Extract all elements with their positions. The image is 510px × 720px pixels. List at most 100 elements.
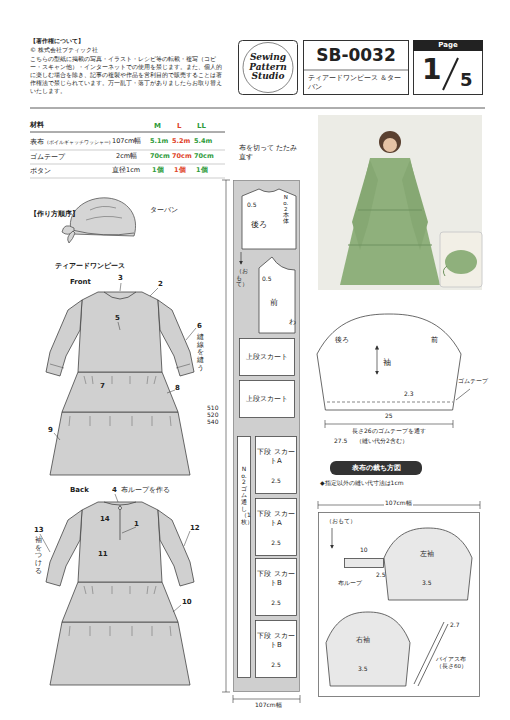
leader-line bbox=[184, 531, 190, 546]
view-label: Back bbox=[70, 486, 89, 494]
photo bbox=[348, 210, 432, 245]
dress-back-illustration bbox=[120, 505, 121, 540]
pattern-piece-outline bbox=[326, 612, 410, 686]
photo bbox=[402, 160, 428, 250]
node-text: 後ろ bbox=[251, 220, 267, 229]
node-text: 袖 bbox=[383, 358, 391, 367]
table-cell: 1個 bbox=[196, 167, 208, 174]
dress-back-illustration bbox=[62, 582, 178, 622]
node-text: 下段 スカートB bbox=[257, 632, 295, 650]
loop-piece-outline bbox=[345, 559, 384, 568]
dress-front-illustration bbox=[69, 376, 171, 426]
photo bbox=[318, 115, 482, 290]
callout-number: 11 bbox=[98, 550, 108, 558]
dimension-line bbox=[453, 420, 454, 428]
page-box-outline bbox=[413, 40, 483, 51]
dress-front-illustration bbox=[62, 372, 178, 412]
node-text: 表布の裁ち方図 bbox=[330, 464, 422, 472]
dress-back-illustration bbox=[50, 622, 190, 685]
callout-number: 13 bbox=[34, 526, 44, 534]
title-box-outline bbox=[303, 70, 409, 71]
callout-number: 6 bbox=[197, 322, 202, 330]
dress-back-illustration bbox=[46, 502, 194, 685]
table-cell: (ボイルギャッチワッシャー) bbox=[47, 140, 111, 145]
pattern-piece: 左袖3.5 bbox=[382, 526, 474, 602]
table-cell: ボタン bbox=[30, 167, 51, 175]
node-text: 0.5 bbox=[247, 202, 257, 209]
loop-piece: 10布ループ2.5 bbox=[344, 558, 384, 568]
logo-badge-outline bbox=[239, 41, 298, 95]
dimension: 27.5 bbox=[334, 438, 347, 445]
dimension: 107cm幅 bbox=[384, 500, 413, 507]
pattern-piece-outline bbox=[256, 559, 297, 616]
page-box-outline bbox=[414, 41, 483, 95]
dimension-line bbox=[222, 692, 230, 693]
page-box-outline bbox=[443, 58, 458, 90]
part-name: ターバン bbox=[150, 206, 178, 214]
fabric-layout: 布を切って たたみ直す0.5後ろ0.5前上段スカート上段スカート下段 スカートA… bbox=[233, 180, 300, 692]
turban-illustration bbox=[68, 231, 75, 243]
dimension-line bbox=[456, 389, 470, 400]
part-name: ゴムテープ bbox=[458, 378, 488, 384]
pattern-piece: 下段 スカートB2.5 bbox=[255, 620, 297, 678]
bias-strip: 2.7バイアス布 （長さ60） bbox=[414, 620, 476, 686]
dimension: 2.3 bbox=[404, 391, 414, 398]
photo bbox=[318, 115, 482, 290]
table-cell: 表布 bbox=[30, 138, 44, 146]
node-text: 2.5 bbox=[255, 600, 297, 607]
note: 長さ26のゴムテープを通す bbox=[352, 428, 426, 435]
fold-mark: わ bbox=[289, 318, 296, 326]
table-cell: 70cm bbox=[172, 153, 192, 160]
leader-line bbox=[115, 494, 118, 502]
dimension-line bbox=[226, 180, 227, 692]
dimension-line bbox=[233, 699, 300, 700]
note: こちらの型紙に掲載の写真・イラスト・レシピ等の転載・複写（コピー・スキャン他）・… bbox=[30, 56, 222, 96]
section-heading: 表布の裁ち方図 bbox=[330, 461, 422, 475]
leader-line bbox=[120, 283, 121, 291]
photo bbox=[340, 158, 440, 285]
callout-number: 14 bbox=[100, 515, 110, 523]
table-cell: 1個 bbox=[174, 167, 186, 174]
node-text: 後ろ bbox=[335, 336, 349, 344]
size-heading: L bbox=[177, 122, 181, 130]
turban-illustration bbox=[72, 230, 134, 235]
bias-strip-outline bbox=[414, 620, 476, 686]
note: （縫い代分2含む） bbox=[356, 438, 408, 445]
photo bbox=[379, 131, 401, 153]
callout-number: 2 bbox=[158, 280, 163, 288]
table-cell: 5.4m bbox=[194, 138, 212, 145]
leader-line bbox=[118, 322, 120, 330]
dimension: 25 bbox=[384, 413, 394, 420]
dress-back-illustration bbox=[119, 507, 122, 510]
dimension-line bbox=[300, 695, 301, 703]
node-text: 上段スカート bbox=[239, 353, 295, 361]
note: ◆指定以外の縫い代寸法は1cm bbox=[320, 480, 404, 487]
turban-illustration bbox=[70, 198, 135, 236]
pattern-piece-outline bbox=[384, 528, 472, 600]
node-text: 前 bbox=[431, 336, 438, 344]
photo bbox=[445, 250, 477, 274]
table-cell: 70cm bbox=[194, 153, 214, 160]
dimension-line bbox=[233, 695, 234, 703]
part-name: ティアードワンピース bbox=[55, 262, 125, 270]
callout-number: 5 bbox=[115, 314, 120, 322]
node-text: 2.5 bbox=[255, 478, 297, 485]
node-text: 5 bbox=[460, 70, 473, 91]
node-text: No. 2 ゴム通し（1枚） bbox=[241, 466, 247, 525]
view-label: Front bbox=[70, 278, 91, 286]
size-heading: LL bbox=[197, 122, 206, 130]
elastic-line bbox=[327, 402, 453, 403]
leader-line bbox=[186, 328, 196, 340]
dimension-line bbox=[222, 180, 230, 181]
sleeve-pattern: 後ろ 前袖 bbox=[315, 312, 463, 412]
leader-line bbox=[167, 390, 175, 393]
elastic-casing-piece: No. 2 ゴム通し（1枚） bbox=[237, 436, 251, 678]
dimension-line bbox=[480, 501, 481, 509]
pattern-piece-outline bbox=[256, 621, 297, 678]
photo bbox=[443, 266, 447, 276]
node-text: 0.5 bbox=[262, 276, 272, 283]
leader-line bbox=[54, 433, 60, 440]
pattern-piece-outline bbox=[240, 381, 295, 418]
node-text: SB-0032 bbox=[303, 46, 409, 66]
dress-front-illustration bbox=[50, 412, 190, 475]
